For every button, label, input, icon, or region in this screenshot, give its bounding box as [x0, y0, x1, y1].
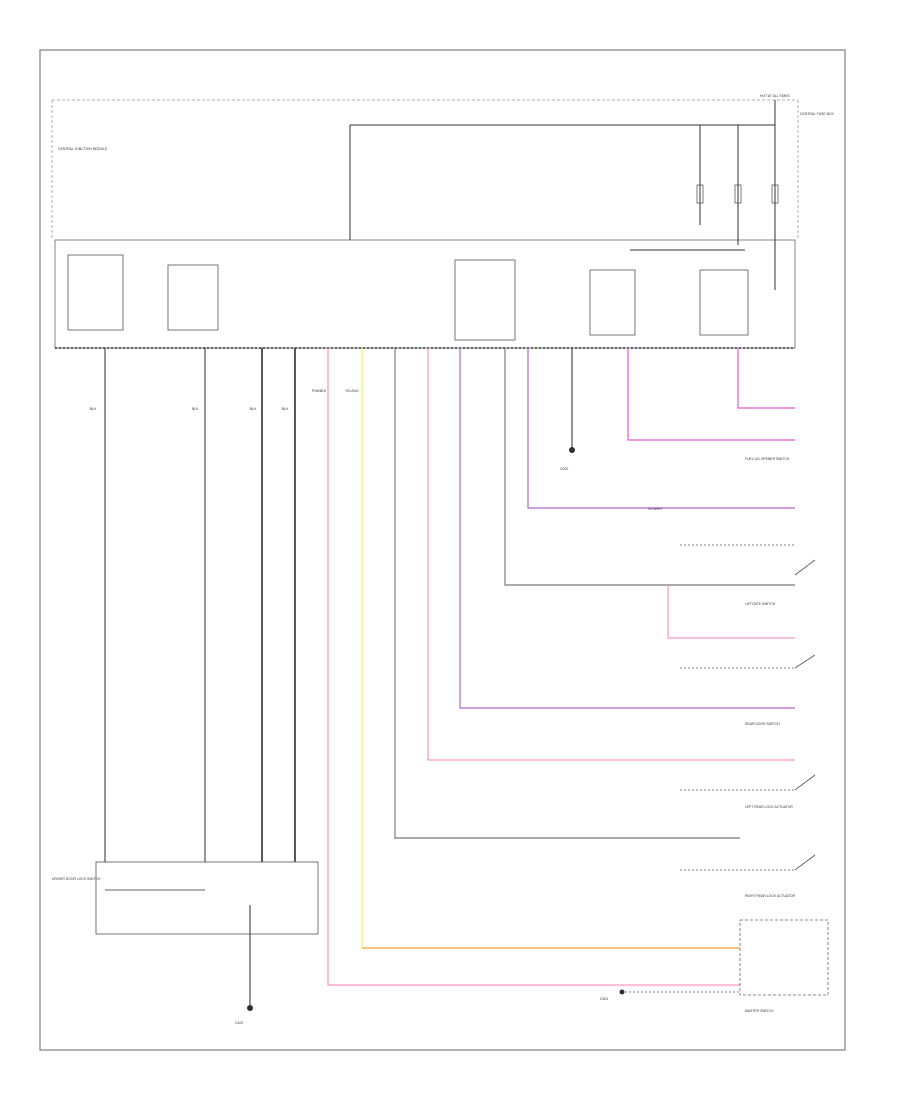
ground-b-label: G200	[560, 467, 568, 471]
diagram-border	[39, 49, 846, 1051]
ground-c-label: G301	[600, 997, 608, 1001]
fuel-lid-relay	[454, 259, 516, 341]
wire-label: PNK/BLK	[312, 389, 327, 393]
driver-door-switch-box	[95, 861, 319, 935]
relay-left	[67, 254, 124, 331]
left-wire-group	[104, 348, 296, 862]
pink-wire-main	[327, 348, 740, 986]
fuse	[696, 184, 704, 204]
fuse	[771, 184, 779, 204]
wire-label: BLK	[90, 407, 97, 411]
module-box	[54, 239, 796, 349]
pink-loop	[667, 585, 795, 639]
liftgate-switch-label: LIFTGATE SWITCH	[745, 602, 776, 606]
violet-wire-branch-2	[527, 348, 795, 509]
ground-a-label: G100	[235, 1021, 243, 1025]
fuel-lid-switch-label: FUEL LID OPENER SWITCH	[745, 457, 790, 461]
master-switch-box	[739, 919, 829, 996]
fuse-box-label: CENTRAL FUSE BOX	[800, 112, 835, 116]
magenta-wire-1	[627, 348, 795, 441]
violet-wire-branch	[459, 348, 795, 709]
relay-right-2	[699, 269, 749, 336]
ground-symbol	[247, 1005, 253, 1011]
relay-right	[589, 269, 636, 336]
fuse	[734, 184, 742, 204]
wire-label: BLK	[192, 407, 199, 411]
magenta-wire-2	[737, 348, 795, 409]
wire-label: BLK	[250, 407, 257, 411]
hot-label: HOT AT ALL TIMES	[760, 94, 791, 98]
left-rear-door-label: LEFT REAR LOCK ACTUATOR	[745, 805, 793, 809]
black-wire-branch	[394, 348, 740, 839]
right-switch-contacts	[625, 544, 816, 993]
pink-wire-branch	[427, 348, 795, 761]
driver-door-switch-label: DRIVER DOOR LOCK SWITCH	[52, 877, 101, 881]
rear-door-switch-label: REAR DOOR SWITCH	[745, 722, 780, 726]
black-wire-branch-2	[504, 348, 795, 586]
central-module-boundary	[51, 99, 799, 240]
right-rear-door-label: RIGHT REAR LOCK ACTUATOR	[745, 894, 796, 898]
ground-symbol	[619, 989, 625, 995]
ground-symbol	[569, 447, 575, 453]
master-switch-label: MASTER SWITCH	[745, 1009, 774, 1013]
wire-label: VIO/WHT	[648, 507, 663, 511]
wire-label: YEL/BLK	[345, 389, 359, 393]
relay-left-2	[167, 264, 219, 331]
wire-label: BLK	[282, 407, 289, 411]
central-junction-label: CENTRAL JUNCTION MODULE	[58, 147, 108, 151]
